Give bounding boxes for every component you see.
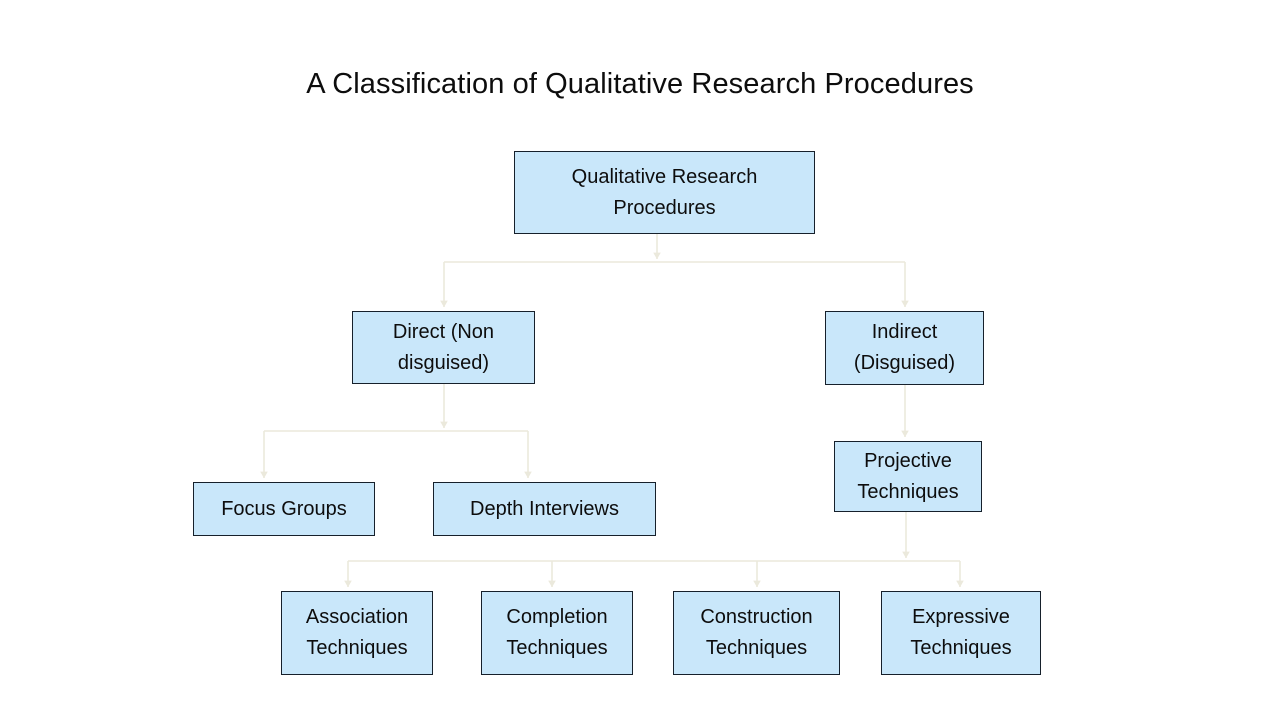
node-projective-techniques[interactable]: Projective Techniques — [834, 441, 982, 512]
node-label: Construction Techniques — [700, 606, 813, 659]
node-expressive-techniques[interactable]: Expressive Techniques — [881, 591, 1041, 675]
node-indirect-disguised[interactable]: Indirect (Disguised) — [825, 311, 984, 385]
node-direct-non-disguised[interactable]: Direct (Non disguised) — [352, 311, 535, 384]
node-construction-techniques[interactable]: Construction Techniques — [673, 591, 840, 675]
node-label: Expressive Techniques — [910, 606, 1012, 659]
node-label: Qualitative Research Procedures — [571, 165, 758, 219]
node-depth-interviews[interactable]: Depth Interviews — [433, 482, 656, 536]
node-qualitative-research-procedures[interactable]: Qualitative Research Procedures — [514, 151, 815, 234]
page-title: A Classification of Qualitative Research… — [306, 68, 974, 100]
node-label: Direct (Non disguised) — [392, 320, 495, 374]
node-label: Focus Groups — [221, 497, 347, 520]
node-association-techniques[interactable]: Association Techniques — [281, 591, 433, 675]
node-focus-groups[interactable]: Focus Groups — [193, 482, 375, 536]
node-completion-techniques[interactable]: Completion Techniques — [481, 591, 633, 675]
node-label: Indirect (Disguised) — [853, 321, 956, 374]
node-label: Depth Interviews — [470, 497, 619, 520]
node-label: Completion Techniques — [506, 606, 608, 659]
node-label: Projective Techniques — [857, 449, 959, 503]
node-label: Association Techniques — [305, 606, 409, 659]
